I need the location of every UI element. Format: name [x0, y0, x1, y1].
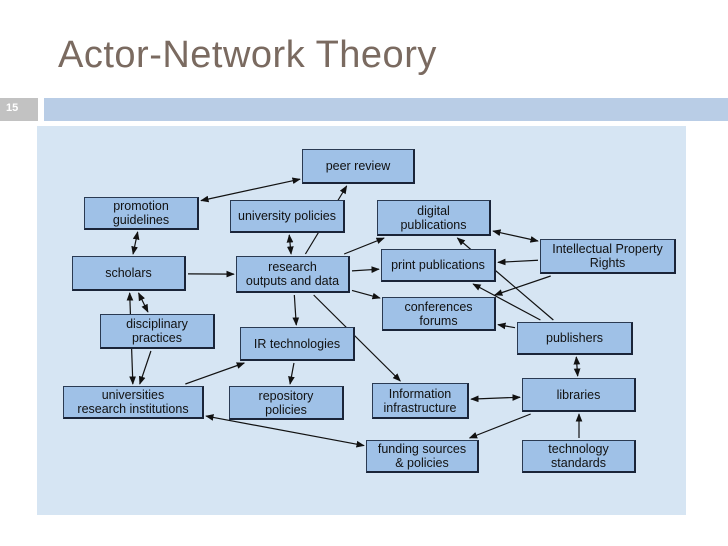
connector-information-infrastructure-to-libraries — [470, 394, 521, 403]
technology-standards-node: technology standards — [522, 440, 636, 473]
connector-libraries-to-funding-sources-and-policies — [468, 413, 531, 439]
funding-sources-and-policies-node: funding sources & policies — [366, 440, 479, 473]
connector-research-outputs-and-data-to-information-infrastructure — [313, 294, 401, 382]
publishers-node: publishers — [517, 322, 633, 355]
digital-publications-node: digital publications — [377, 200, 491, 236]
connector-promotion-guidelines-to-scholars — [131, 231, 140, 255]
connector-research-outputs-and-data-to-conferences-forums — [351, 289, 381, 300]
connector-intellectual-property-rights-to-print-publications — [497, 258, 539, 266]
header-bar — [44, 98, 728, 121]
print-publications-node: print publications — [381, 249, 496, 282]
ir-technologies-node: IR technologies — [240, 327, 355, 361]
connector-research-outputs-and-data-to-ir-technologies — [292, 294, 300, 326]
scholars-node: scholars — [72, 256, 186, 291]
connector-publishers-to-conferences-forums — [497, 322, 516, 330]
connector-research-outputs-and-data-to-digital-publications — [343, 237, 385, 255]
connector-ir-technologies-to-repository-policies — [288, 362, 295, 385]
connector-scholars-to-disciplinary-practices — [138, 292, 149, 313]
disciplinary-practices-node: disciplinary practices — [100, 314, 215, 349]
connector-publishers-to-print-publications — [472, 283, 541, 321]
connector-universities-research-institutions-to-funding-sources-and-policies — [205, 414, 365, 448]
connector-universities-research-institutions-to-ir-technologies — [185, 362, 246, 385]
slide-number: 15 — [6, 102, 19, 114]
intellectual-property-rights-node: Intellectual Property Rights — [540, 239, 676, 274]
connector-digital-publications-to-intellectual-property-rights — [492, 229, 539, 243]
connector-intellectual-property-rights-to-conferences-forums — [494, 275, 551, 296]
slide-title: Actor-Network Theory — [58, 34, 437, 76]
research-outputs-and-data-node: research outputs and data — [236, 256, 350, 293]
libraries-node: libraries — [522, 378, 636, 412]
promotion-guidelines-node: promotion guidelines — [84, 197, 199, 230]
connector-university-policies-to-research-outputs-and-data — [286, 234, 294, 255]
connector-disciplinary-practices-to-universities-research-institutions — [138, 350, 152, 385]
information-infrastructure-node: Information infrastructure — [372, 383, 469, 419]
conferences-forums-node: conferences forums — [382, 297, 496, 331]
university-policies-node: university policies — [230, 200, 345, 233]
repository-policies-node: repository policies — [229, 386, 344, 420]
universities-research-institutions-node: universities research institutions — [63, 386, 204, 419]
connector-libraries-to-publishers — [573, 356, 581, 377]
connector-promotion-guidelines-to-peer-review — [200, 177, 301, 203]
slide-number-bar — [0, 98, 38, 121]
peer-review-node: peer review — [302, 149, 415, 184]
connector-research-outputs-and-data-to-print-publications — [351, 266, 380, 274]
